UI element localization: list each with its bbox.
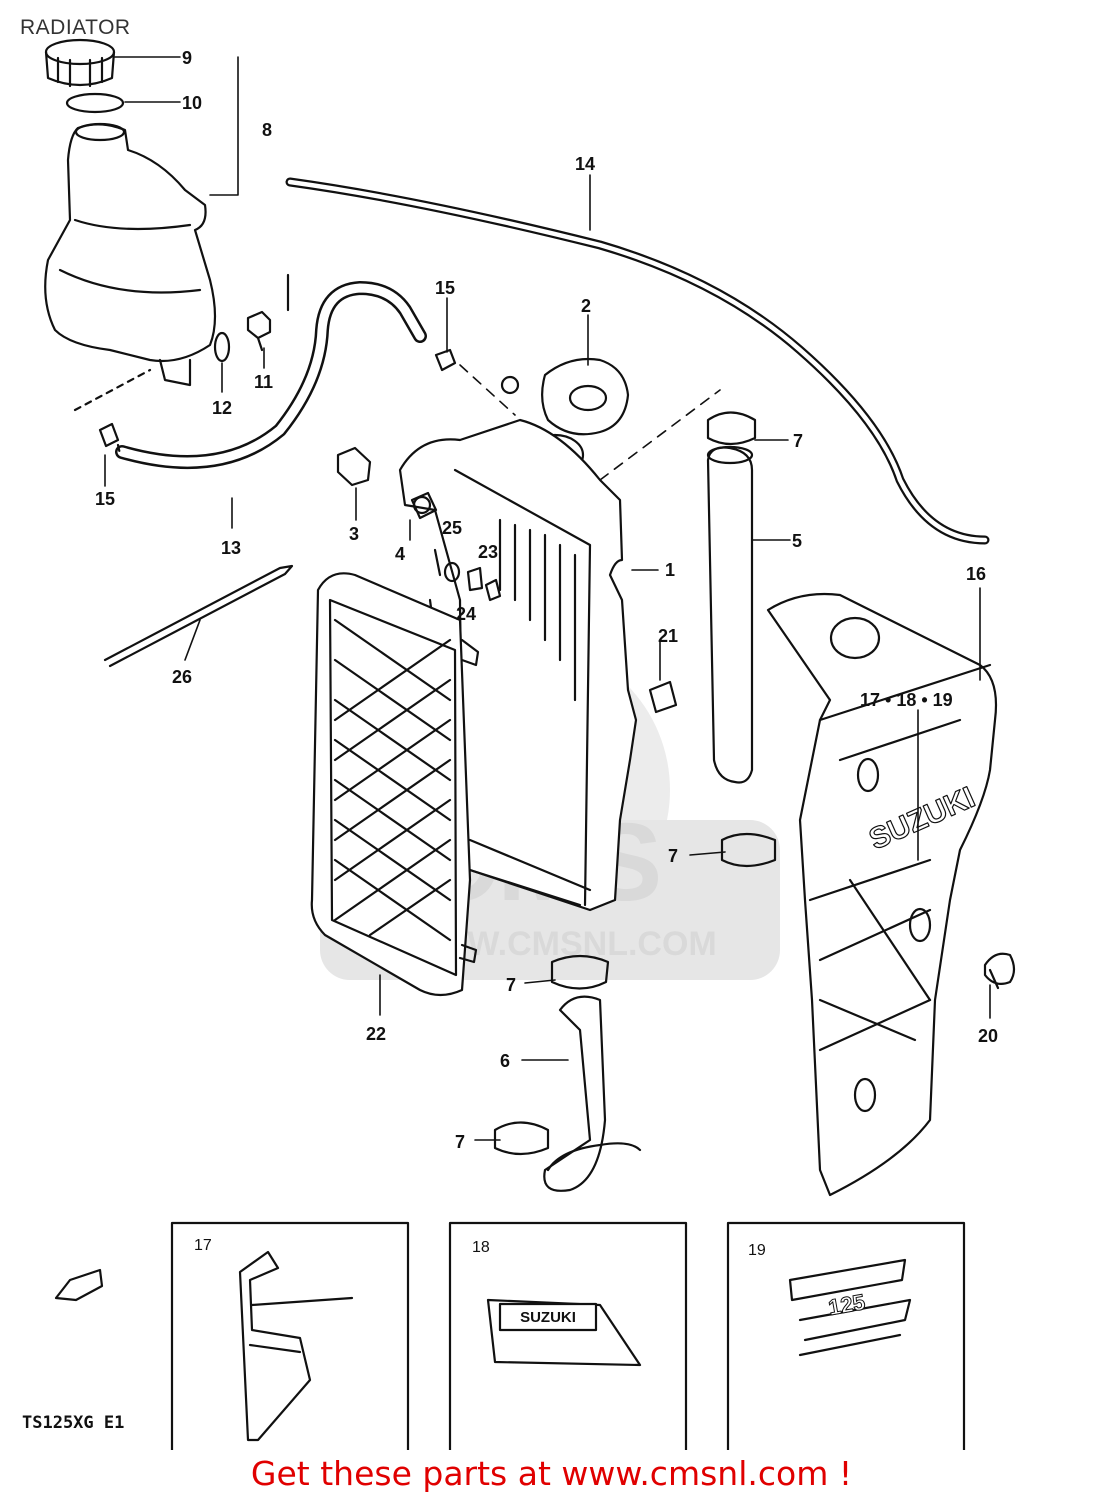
clamp-7b: [720, 832, 777, 868]
bolt-3: [336, 446, 372, 487]
callout-7d: 7: [455, 1132, 465, 1152]
callout-15a: 15: [435, 278, 455, 298]
callout-3: 3: [349, 524, 359, 544]
inset-box-18: [448, 1221, 688, 1450]
radiator-guard: [310, 572, 480, 997]
callout-9: 9: [182, 48, 192, 68]
inset-number-19: 19: [748, 1242, 766, 1259]
callout-12: 12: [212, 398, 232, 418]
callout-20: 20: [978, 1026, 998, 1046]
callout-26: 26: [172, 667, 192, 687]
parts-diagram: CMS WWW.CMSNL.COM: [22, 38, 1016, 1450]
callout-5: 5: [792, 531, 802, 551]
clamp-7a: [706, 411, 757, 446]
bolt-23: [484, 578, 502, 602]
callout-23: 23: [478, 542, 498, 562]
diagram-title: RADIATOR: [20, 16, 131, 39]
reservoir-cap: [44, 38, 116, 88]
hose-14: [285, 177, 990, 545]
reservoir-tank: [44, 123, 217, 363]
rod-26: [103, 564, 294, 668]
rubber-21: [648, 680, 678, 714]
bolt-11: [246, 310, 272, 352]
callout-8: 8: [262, 120, 272, 140]
inset-box-17: [170, 1221, 410, 1450]
collar-24: [466, 566, 484, 592]
callout-7c: 7: [506, 975, 516, 995]
callout-11: 11: [254, 372, 273, 392]
callout-21: 21: [658, 626, 678, 646]
callout-1: 1: [665, 560, 675, 580]
callout-14: 14: [575, 154, 595, 174]
hose-5: [706, 445, 754, 784]
radiator-core: [398, 375, 638, 912]
callout-7b: 7: [668, 846, 678, 866]
hose-6: [543, 995, 607, 1192]
callout-25: 25: [442, 518, 462, 538]
callout-2: 2: [581, 296, 591, 316]
radiator-shroud: SUZUKI: [766, 592, 998, 1197]
washer-12: [213, 331, 231, 363]
callout-4: 4: [395, 544, 405, 564]
leader-lines: [104, 56, 991, 1141]
inset-number-18: 18: [472, 1239, 490, 1256]
callout-13: 13: [221, 538, 241, 558]
footer-link[interactable]: Get these parts at www.cmsnl.com !: [250, 1454, 853, 1493]
callout-24: 24: [456, 604, 476, 624]
callout-17-18-19: 17 • 18 • 19: [860, 690, 953, 710]
washer-4: [410, 491, 438, 520]
callout-22: 22: [366, 1024, 386, 1044]
callout-15b: 15: [95, 489, 115, 509]
screw-20: [983, 952, 1016, 990]
callout-6: 6: [500, 1051, 510, 1071]
inset-box-19: [726, 1221, 966, 1450]
model-code: TS125XG E1: [22, 1413, 124, 1433]
clamp-7c: [550, 954, 610, 990]
cap-gasket: [65, 92, 125, 114]
callout-10: 10: [182, 93, 202, 113]
callout-labels: 9 10 8 14 15 2 12 11 15 13 3 4 25 23 24 …: [95, 48, 998, 1152]
front-arrow-icon: [54, 1268, 104, 1302]
clamp-7d: [493, 1121, 550, 1156]
grommet-25: [443, 561, 461, 583]
inset-number-17: 17: [194, 1237, 212, 1254]
callout-16: 16: [966, 564, 986, 584]
callout-7a: 7: [793, 431, 803, 451]
inset-18-decal-text: SUZUKI: [520, 1309, 576, 1326]
